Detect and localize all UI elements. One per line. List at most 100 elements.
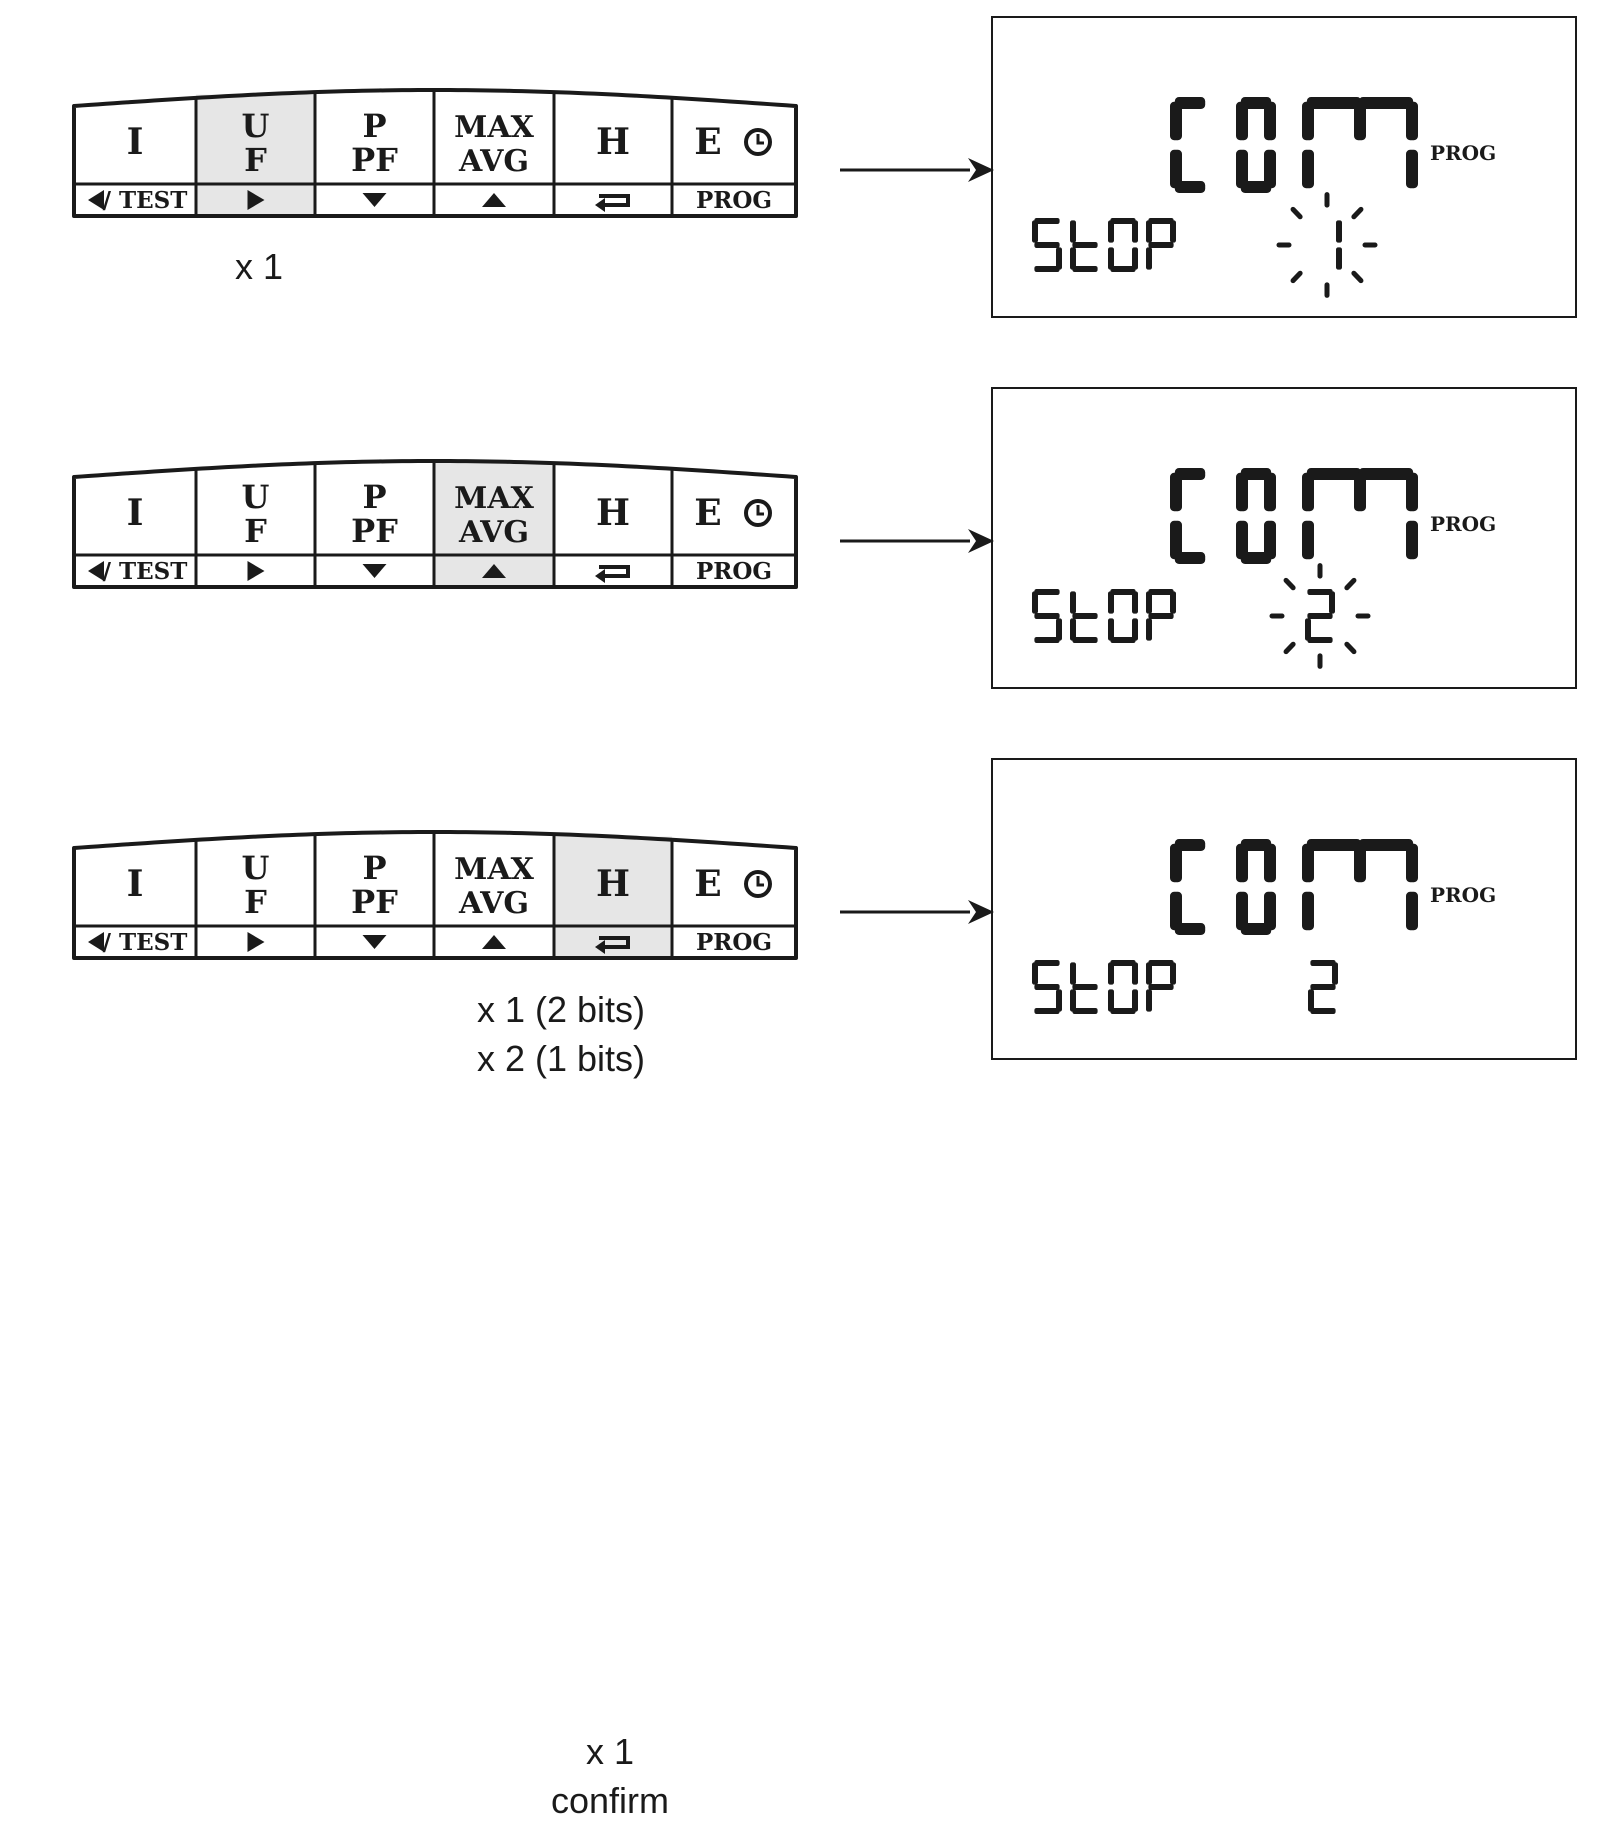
keypad-outline	[72, 459, 798, 589]
lcd-bottom-label	[1032, 960, 1176, 1014]
lcd-digit	[1236, 839, 1276, 935]
key-label: E	[694, 492, 721, 534]
key-label: F	[244, 512, 267, 550]
lcd-digit	[1305, 589, 1335, 643]
lcd-digit	[1108, 218, 1138, 272]
lcd-bottom-label	[1032, 589, 1176, 643]
key-ppf[interactable]: PPF	[351, 107, 398, 207]
clock-icon	[744, 128, 772, 156]
key-label: H	[596, 121, 630, 163]
lcd-display: PROG	[991, 16, 1577, 318]
key-label: P	[362, 478, 386, 516]
lcd-top-text	[1170, 97, 1418, 193]
key-label: P	[362, 849, 386, 887]
key-e[interactable]: E PROG	[694, 863, 772, 956]
key-label: U	[242, 478, 270, 516]
key-sub-label: PROG	[696, 929, 772, 956]
key-i[interactable]: I/ TEST	[88, 863, 187, 956]
clock-icon	[744, 870, 772, 898]
triangle-up-icon	[482, 193, 506, 207]
lcd-digit	[1070, 962, 1098, 1014]
lcd-digit	[1146, 589, 1176, 641]
key-label: AVG	[458, 515, 529, 550]
lcd-digit	[1236, 468, 1276, 564]
lcd-bottom-value	[1336, 220, 1342, 270]
lcd-digit	[1308, 960, 1338, 1014]
lcd-display: PROG	[991, 387, 1577, 689]
key-sub-label: / TEST	[103, 558, 188, 585]
key-label: MAX	[454, 481, 534, 516]
triangle-left-icon	[88, 190, 104, 210]
keypad-outline	[72, 88, 798, 218]
key-h[interactable]: H	[595, 863, 630, 954]
flow-arrow-icon	[840, 158, 994, 182]
lcd-bottom-value	[1308, 960, 1338, 1014]
key-h[interactable]: H	[595, 121, 630, 212]
key-label: H	[596, 492, 630, 534]
triangle-left-icon	[88, 561, 104, 581]
press-note-line: x 1	[235, 246, 284, 287]
key-label: MAX	[454, 110, 534, 145]
lcd-digit	[1032, 960, 1062, 1014]
triangle-left-icon	[88, 932, 104, 952]
lcd-bottom-label	[1032, 218, 1176, 272]
key-label: AVG	[458, 886, 529, 921]
lcd-digit	[1108, 960, 1138, 1014]
key-label: E	[694, 121, 721, 163]
triangle-down-icon	[362, 193, 387, 207]
key-sub-label: / TEST	[103, 929, 188, 956]
lcd-digit	[1336, 220, 1342, 270]
key-label: MAX	[454, 852, 534, 887]
key-label: E	[694, 863, 721, 905]
key-label: F	[244, 141, 267, 179]
key-h[interactable]: H	[595, 492, 630, 583]
lcd-digit	[1302, 839, 1418, 931]
lcd-digit	[1070, 220, 1098, 272]
key-label: PF	[351, 883, 398, 921]
lcd-frame	[991, 16, 1577, 318]
triangle-up-icon	[482, 935, 506, 949]
lcd-display: PROG	[991, 758, 1577, 1060]
lcd-digit	[1146, 960, 1176, 1012]
key-i[interactable]: I/ TEST	[88, 121, 187, 214]
blink-rays-icon	[1269, 563, 1371, 669]
key-label: I	[127, 121, 144, 163]
lcd-frame	[991, 758, 1577, 1060]
lcd-digit	[1108, 589, 1138, 643]
press-count-note: x 1	[235, 242, 283, 291]
enter-arrow-icon	[595, 194, 630, 212]
key-label: P	[362, 107, 386, 145]
key-uf[interactable]: UF	[242, 478, 270, 581]
enter-arrow-icon	[595, 936, 630, 954]
key-uf[interactable]: UF	[242, 107, 270, 210]
lcd-indicator: PROG	[1430, 883, 1496, 907]
press-note-line: x 1 (2 bits)	[476, 989, 646, 1030]
flow-arrow-icon	[840, 529, 994, 553]
clock-icon	[744, 499, 772, 527]
lcd-bottom-value	[1305, 589, 1335, 643]
key-uf[interactable]: UF	[242, 849, 270, 952]
lcd-digit	[1170, 97, 1206, 193]
lcd-digit	[1032, 218, 1062, 272]
lcd-digit	[1032, 589, 1062, 643]
lcd-digit	[1170, 468, 1206, 564]
lcd-digit	[1302, 468, 1418, 560]
key-i[interactable]: I/ TEST	[88, 492, 187, 585]
key-label: F	[244, 883, 267, 921]
key-ppf[interactable]: PPF	[351, 849, 398, 949]
triangle-down-icon	[362, 935, 387, 949]
key-ppf[interactable]: PPF	[351, 478, 398, 578]
key-label: PF	[351, 512, 398, 550]
press-note-line: x 1	[585, 1731, 635, 1772]
lcd-top-text	[1170, 839, 1418, 935]
